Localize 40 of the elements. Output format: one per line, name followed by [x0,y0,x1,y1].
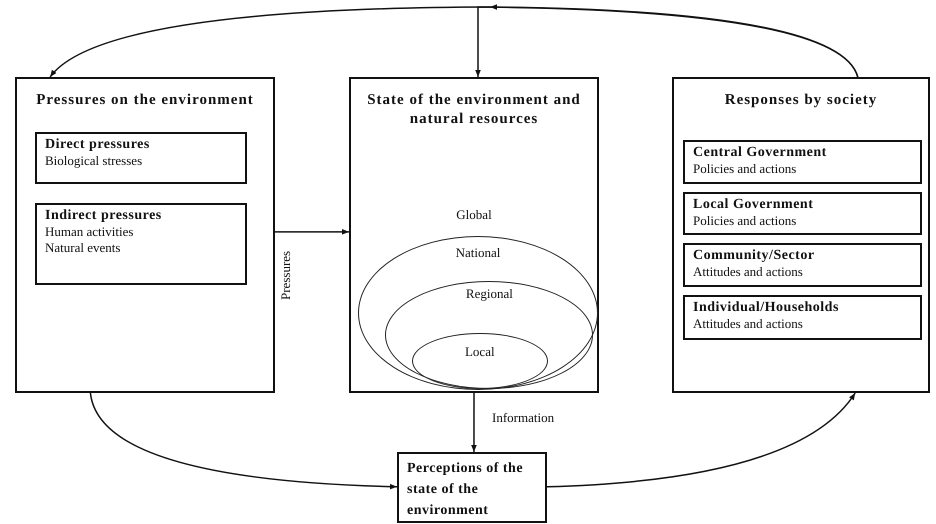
scope-label: Global [455,206,493,224]
process-box [397,452,547,523]
item-text: Human activities [45,224,134,240]
item-text: Policies and actions [693,161,798,177]
item-text: Attitudes and actions [693,264,804,280]
section-heading: State of the environment and natural resources [366,91,582,129]
arrow [475,6,858,78]
scope-label: National [454,245,502,261]
item-title: Direct pressures [45,137,151,153]
section-box [15,77,275,393]
scope-label: Regional [464,286,514,302]
arrow [275,229,349,235]
arrow [90,392,398,490]
item-text: Biological stresses [45,153,144,169]
item-box [35,132,247,184]
arrow [546,392,856,488]
item-title: Local Government [693,197,814,213]
section-heading: Pressures on the environment [35,91,255,110]
item-box [683,140,922,184]
arrow [50,4,858,78]
item-title: Individual/Households [693,300,840,316]
item-text: Natural events [45,240,122,256]
scope-ellipse [358,236,598,390]
scope-ellipse [412,332,548,389]
item-text: Policies and actions [693,213,798,229]
item-title: Community/Sector [693,248,816,264]
box-label: Perceptions of the state of the environment [407,460,524,520]
item-box [683,192,922,235]
section-box [349,77,599,393]
section-heading: Responses by society [724,91,878,110]
scope-ellipse [385,281,594,390]
item-text: Attitudes and actions [693,316,804,332]
item-title: Central Government [693,145,828,161]
section-box [672,77,930,393]
item-box [35,203,247,285]
item-box [683,295,922,340]
arrow [471,393,477,452]
item-box [683,243,922,287]
scope-label: Local [464,344,496,360]
item-title: Indirect pressures [45,208,163,224]
